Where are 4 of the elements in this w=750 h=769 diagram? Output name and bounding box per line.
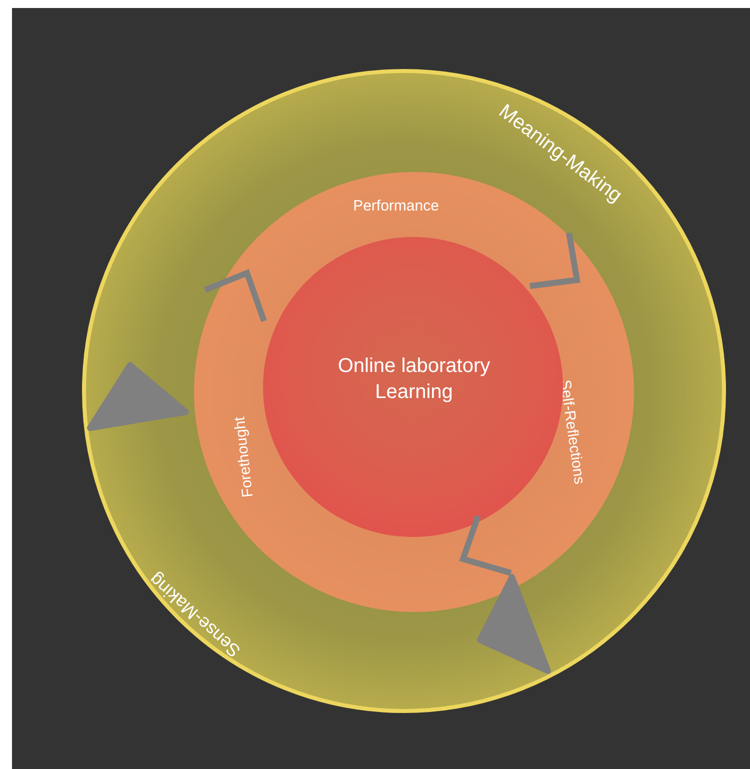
- phase-label: Performance: [353, 197, 439, 215]
- center-label: Online laboratory Learning: [336, 354, 492, 405]
- phase-label: Self-Reflections: [556, 378, 588, 486]
- phase-label: Forethought: [231, 416, 257, 498]
